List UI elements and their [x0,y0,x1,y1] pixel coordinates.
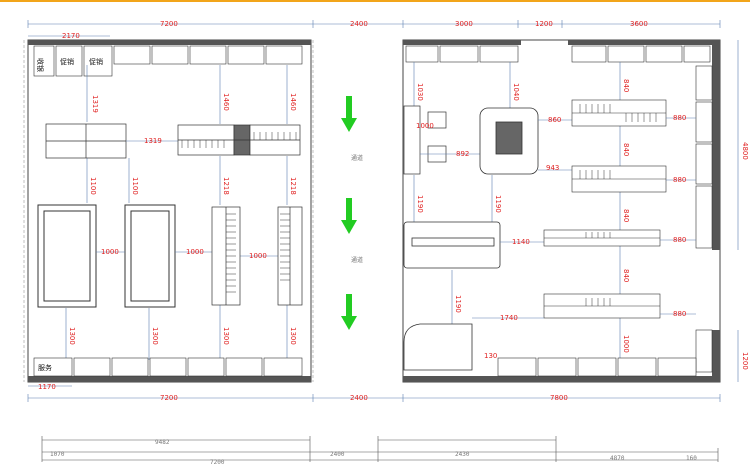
dim-stack-v1: 840 [622,79,630,92]
dim-bottom-7800: 7800 [550,394,568,402]
dim-right-h6: 1740 [500,314,518,322]
scale-4: 7200 [210,459,225,466]
scale-6: 4870 [610,455,625,462]
left-upper-island [45,123,127,159]
accent-top-line [0,0,750,2]
dim-stack-v3: 840 [622,209,630,222]
dim-left-mv2: 1460 [289,93,297,111]
dim-left-h3: 1000 [186,248,204,256]
dim-right-v1: 1030 [416,83,424,101]
dim-grid-880-3: 880 [673,236,686,244]
dim-top-7200: 7200 [160,20,178,28]
dim-right-v2: 1040 [512,83,520,101]
dim-right-h3: 860 [548,116,561,124]
dim-right-v3: 1190 [416,195,424,213]
dim-left-v1: 1319 [91,95,99,113]
dim-left-h1: 1319 [144,137,162,145]
left-display-cases [37,204,176,308]
right-side-shelves [695,65,713,373]
down-arrow-icon [341,198,357,234]
right-gondola-rows [543,99,667,319]
left-upper-right-group [177,124,301,156]
dim-left-v4: 1300 [68,327,76,345]
dim-left-v5: 1300 [151,327,159,345]
left-bottom-shelves [33,357,303,377]
scale-2: 9482 [155,439,170,446]
left-top-shelves [33,45,303,77]
dim-left-mv6: 1300 [289,327,297,345]
scale-1: 1070 [50,451,65,458]
label-service: 服务 [38,363,52,372]
bottom-dimension-line [27,385,721,402]
left-upper-right-ticks [181,132,297,148]
right-bottom-shelves [497,357,697,377]
dim-left-v2: 1100 [89,177,97,195]
dim-left-h4: 1000 [249,252,267,260]
label-aisle-2: 通道 [351,256,363,264]
dim-grid-880-2: 880 [673,176,686,184]
dim-left-mv4: 1218 [289,177,297,195]
dim-right-h-130: 130 [484,352,497,360]
dim-right-h2: 892 [456,150,469,158]
dim-bottom-sub: 1170 [38,383,56,391]
dim-right-v4: 1190 [494,195,502,213]
dim-right-h5: 1140 [512,238,530,246]
dim-left-mv3: 1218 [222,177,230,195]
label-promo-2: 促销 [89,57,103,66]
scale-bar [41,436,719,462]
dim-left-v3: 1100 [131,177,139,195]
dim-right-h4: 943 [546,164,559,172]
label-cashier: 收银 [36,58,45,72]
dim-far-right-2: 1200 [741,352,749,370]
dim-left-h2: 1000 [101,248,119,256]
scale-5: 2430 [455,451,470,458]
dim-stack-v4: 840 [622,269,630,282]
dim-bottom-7200: 7200 [160,394,178,402]
right-corner-counter [403,323,473,371]
dim-grid-880-1: 880 [673,114,686,122]
label-promo-1: 促销 [60,57,74,66]
label-aisle-1: 通道 [351,154,363,162]
scale-7: 160 [686,455,697,462]
green-down-arrows [341,96,357,330]
top-dimension-line [27,20,721,37]
dim-far-right-1: 4800 [741,142,749,160]
dim-right-h1: 1000 [416,122,434,130]
right-top-shelves [405,45,711,63]
scale-3: 2400 [330,451,345,458]
dim-left-mv1: 1460 [222,93,230,111]
dim-left-mv5: 1300 [222,327,230,345]
down-arrow-icon [341,96,357,132]
dim-top-3000: 3000 [455,20,473,28]
dim-top-sub: 2170 [62,32,80,40]
dim-top-2400: 2400 [350,20,368,28]
dim-stack-v2: 840 [622,143,630,156]
dim-top-3600: 3600 [630,20,648,28]
down-arrow-icon [341,294,357,330]
dim-grid-880-4: 880 [673,310,686,318]
dim-top-1200: 1200 [535,20,553,28]
dim-stack-v5: 1000 [622,335,630,353]
right-display-table [403,221,501,269]
dim-right-v5: 1190 [454,295,462,313]
right-desk-group [403,105,447,175]
dim-bottom-2400: 2400 [350,394,368,402]
right-center-counter [479,107,539,175]
